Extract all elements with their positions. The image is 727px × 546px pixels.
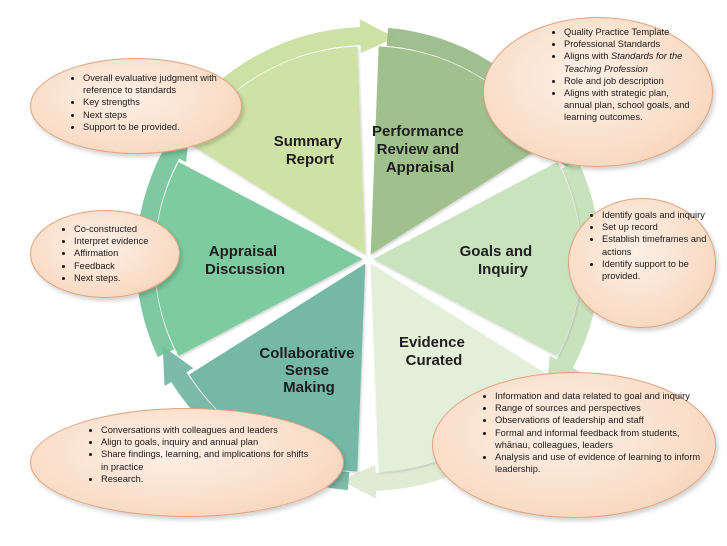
bubble-list-item: Share findings, learning, and implicatio… [101, 448, 315, 472]
arrow-appraisal-to-summary [136, 124, 190, 358]
bubble-list-item: Information and data related to goal and… [495, 390, 715, 402]
bubble-list-item: Identify support to be provided. [602, 258, 714, 282]
label-summary-report: Summary Report [274, 133, 347, 168]
segment-goals-inquiry [373, 161, 582, 357]
bubble-list-item: Conversations with colleagues and leader… [101, 424, 315, 436]
bubble-list-item: Range of sources and perspectives [495, 402, 715, 414]
bubble-goals-inquiry: Identify goals and inquirySet up recordE… [568, 198, 716, 328]
bubble-list-item: Next steps [83, 109, 233, 121]
bubble-list-item: Role and job description [564, 75, 696, 87]
bubble-list-item: Analysis and use of evidence of learning… [495, 451, 715, 475]
bubble-list-item: Support to be provided. [83, 121, 233, 133]
bubble-list-item: Aligns with Standards for the Teaching P… [564, 50, 696, 74]
bubble-list-item: Co-constructed [74, 223, 186, 235]
bubble-list-item: Research. [101, 473, 315, 485]
bubble-list-item: Set up record [602, 221, 714, 233]
cycle-segments [154, 46, 582, 472]
bubble-list-item: Align to goals, inquiry and annual plan [101, 436, 315, 448]
bubble-list-item: Feedback [74, 260, 186, 272]
bubble-performance-review: Quality Practice TemplateProfessional St… [483, 17, 713, 167]
bubble-list-item: Observations of leadership and staff [495, 414, 715, 426]
label-goals-inquiry: Goals and Inquiry [460, 243, 537, 278]
bubble-list-item: Identify goals and inquiry [602, 209, 714, 221]
bubble-list-item: Next steps. [74, 272, 186, 284]
label-collaborative-sense-making: Collaborative Sense Making [259, 345, 358, 396]
label-appraisal-discussion: Appraisal Discussion [205, 243, 285, 278]
bubble-list-item: Affirmation [74, 247, 186, 259]
label-performance-review: Performance Review and Appraisal [372, 123, 468, 176]
bubble-list-item: Formal and informal feedback from studen… [495, 427, 715, 451]
bubble-list-item: Quality Practice Template [564, 26, 696, 38]
bubble-collaborative-sense-making: Conversations with colleagues and leader… [30, 408, 344, 517]
segment-appraisal-discussion [154, 161, 363, 357]
bubble-list-item: Interpret evidence [74, 235, 186, 247]
bubble-summary-report: Overall evaluative judgment with referen… [30, 58, 242, 154]
bubble-list-item: Overall evaluative judgment with referen… [83, 72, 233, 96]
bubble-appraisal-discussion: Co-constructedInterpret evidenceAffirmat… [30, 210, 180, 298]
label-evidence-curated: Evidence Curated [399, 334, 469, 369]
bubble-evidence-curated: Information and data related to goal and… [432, 372, 716, 518]
bubble-list-item: Establish timeframes and actions [602, 233, 714, 257]
bubble-list-item: Key strengths [83, 96, 233, 108]
bubble-list-item: Aligns with strategic plan, annual plan,… [564, 87, 696, 124]
bubble-list-item: Professional Standards [564, 38, 696, 50]
